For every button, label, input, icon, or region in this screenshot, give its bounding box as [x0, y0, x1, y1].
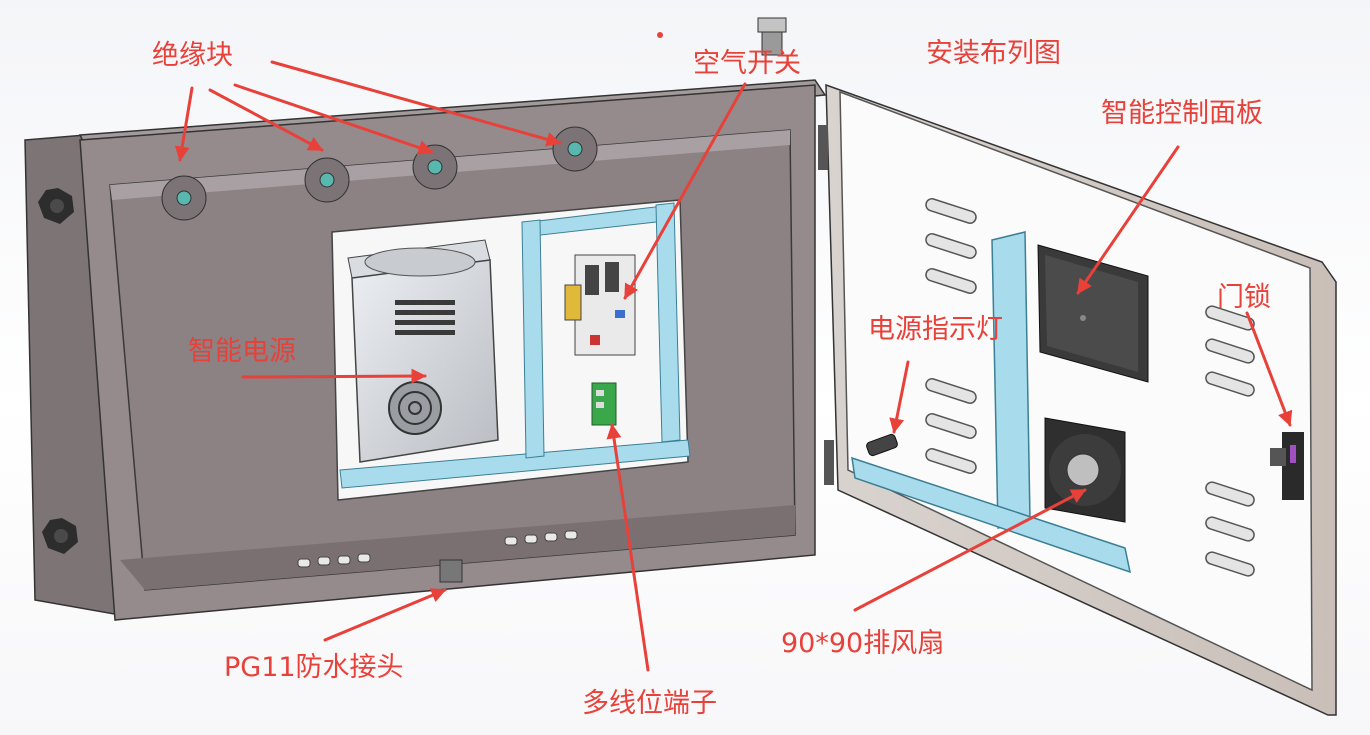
- insulation-blocks: [161, 126, 598, 221]
- door-louvers: [925, 198, 1255, 577]
- top-bolt: [757, 17, 787, 56]
- label-terminal: 多线位端子: [582, 688, 717, 719]
- din-rail-left: [521, 219, 545, 459]
- bottom-vents: [297, 530, 578, 568]
- mounting-plate: [331, 199, 691, 501]
- psu-fan-icon: [388, 381, 442, 435]
- pg11-gland: [439, 559, 463, 583]
- insulation-block-1: [161, 175, 207, 221]
- label-insulation-block: 绝缘块: [152, 40, 233, 71]
- diagram-title: 安装布列图: [926, 38, 1061, 69]
- fan-hub-icon: [1066, 453, 1100, 487]
- cabinet-door: [818, 83, 1337, 716]
- label-fan: 90*90排风扇: [781, 628, 945, 659]
- insulation-block-2: [304, 157, 350, 203]
- door-rail-vertical: [991, 231, 1031, 529]
- air-switch: [564, 254, 636, 356]
- mounting-knob-top: [38, 188, 74, 224]
- door-lock: [1270, 432, 1304, 500]
- power-indicator-light: [866, 433, 898, 457]
- red-dot: [657, 32, 663, 38]
- label-smart-panel: 智能控制面板: [1101, 98, 1263, 129]
- terminal-block: [591, 382, 617, 426]
- door-hinges: [818, 125, 834, 485]
- insulation-block-4: [552, 126, 598, 172]
- annotation-arrows: [174, 60, 1293, 672]
- mounting-knob-bottom: [42, 518, 78, 554]
- label-power-indicator: 电源指示灯: [868, 314, 1003, 345]
- label-smart-power: 智能电源: [188, 336, 296, 367]
- label-pg11: PG11防水接头: [224, 652, 404, 683]
- smart-control-panel: [1037, 244, 1149, 383]
- label-air-switch: 空气开关: [693, 48, 801, 79]
- insulation-block-3: [412, 144, 458, 190]
- label-door-lock: 门锁: [1217, 282, 1271, 313]
- smart-power-supply: [347, 239, 499, 463]
- exhaust-fan: [1044, 417, 1126, 523]
- din-rail-bottom: [339, 439, 691, 489]
- din-rail-right: [655, 202, 681, 443]
